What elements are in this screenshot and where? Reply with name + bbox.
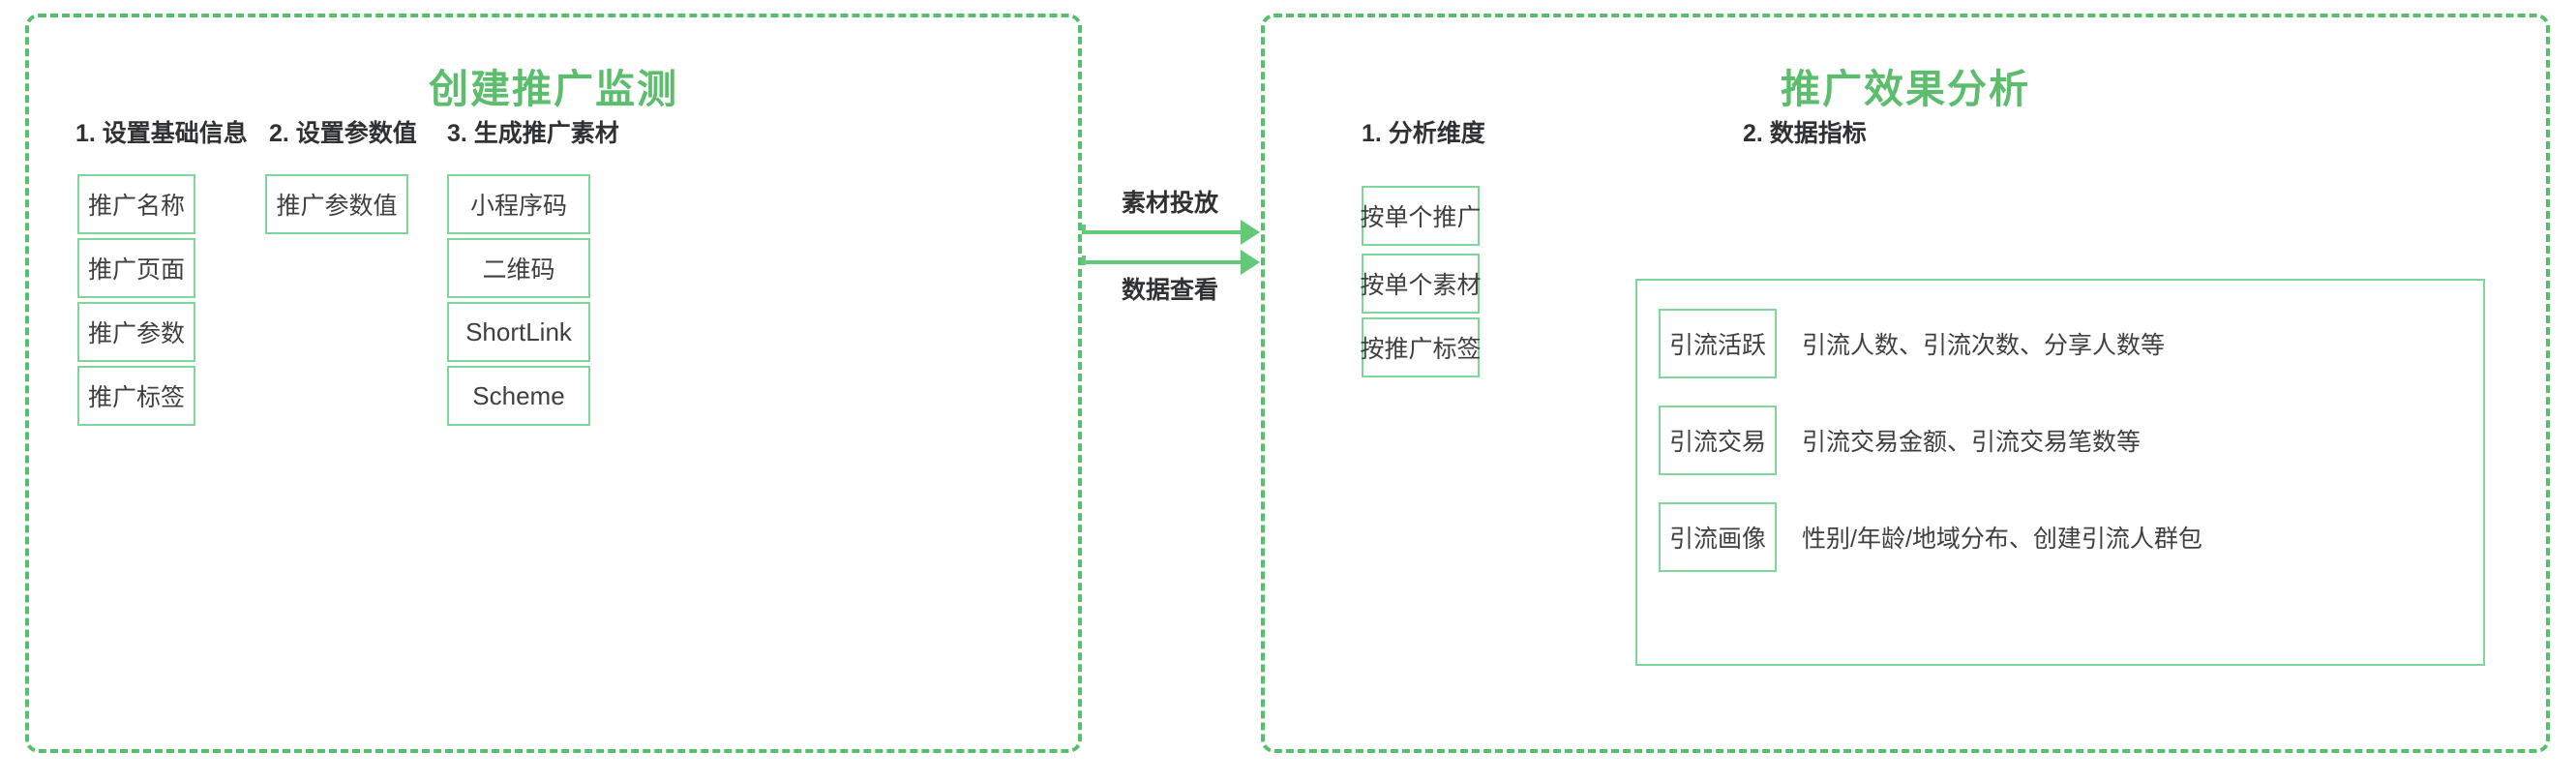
box-promotion-param[interactable]: 推广参数 [77, 302, 195, 362]
metric-row-traffic-transaction[interactable]: 引流交易 引流交易金额、引流交易笔数等 [1659, 395, 2466, 486]
box-dimension-promotion-tag[interactable]: 按推广标签 [1361, 317, 1482, 377]
metrics-container: 引流活跃 引流人数、引流次数、分享人数等 引流交易 引流交易金额、引流交易笔数等… [1635, 279, 2485, 666]
connector-line-material-delivery [1082, 230, 1243, 234]
left-panel-title: 创建推广监测 [429, 67, 678, 111]
box-shortlink[interactable]: ShortLink [447, 302, 590, 362]
connector-stub-upper [1082, 225, 1086, 234]
metric-desc-traffic-activity: 引流人数、引流次数、分享人数等 [1802, 332, 2166, 359]
box-promotion-name[interactable]: 推广名称 [77, 174, 195, 234]
metric-chip-traffic-transaction: 引流交易 [1659, 406, 1777, 475]
metric-chip-traffic-profile: 引流画像 [1659, 502, 1777, 572]
right-panel-title: 推广效果分析 [1781, 67, 2030, 111]
box-miniprogram-code[interactable]: 小程序码 [447, 174, 590, 234]
box-scheme[interactable]: Scheme [447, 366, 590, 426]
connector-arrowhead-upper-icon [1241, 220, 1260, 245]
box-dimension-single-promotion[interactable]: 按单个推广 [1361, 186, 1482, 246]
metric-desc-traffic-transaction: 引流交易金额、引流交易笔数等 [1802, 429, 2142, 456]
step-heading-generate-materials: 3. 生成推广素材 [447, 120, 619, 147]
box-dimension-single-material[interactable]: 按单个素材 [1361, 254, 1482, 314]
section-heading-data-metrics: 2. 数据指标 [1743, 120, 1867, 147]
box-qr-code[interactable]: 二维码 [447, 238, 590, 298]
connector-label-material-delivery: 素材投放 [1121, 190, 1218, 217]
metric-desc-traffic-profile: 性别/年龄/地域分布、创建引流人群包 [1802, 526, 2202, 553]
create-promotion-tracking-panel: 创建推广监测 1. 设置基础信息 2. 设置参数值 3. 生成推广素材 推广名称… [25, 14, 1082, 753]
box-promotion-tag[interactable]: 推广标签 [77, 366, 195, 426]
metric-row-traffic-activity[interactable]: 引流活跃 引流人数、引流次数、分享人数等 [1659, 298, 2466, 389]
connector-arrowhead-lower-icon [1241, 250, 1260, 275]
connector-label-data-view: 数据查看 [1121, 277, 1218, 304]
box-promotion-page[interactable]: 推广页面 [77, 238, 195, 298]
metric-row-traffic-profile[interactable]: 引流画像 性别/年龄/地域分布、创建引流人群包 [1659, 492, 2466, 583]
section-heading-analysis-dimension: 1. 分析维度 [1362, 120, 1485, 147]
box-promotion-param-value[interactable]: 推广参数值 [265, 174, 408, 234]
step-heading-param-values: 2. 设置参数值 [269, 120, 417, 147]
metric-chip-traffic-activity: 引流活跃 [1659, 309, 1777, 378]
step-heading-basic-info: 1. 设置基础信息 [75, 120, 248, 147]
connector-line-data-view [1082, 260, 1243, 264]
